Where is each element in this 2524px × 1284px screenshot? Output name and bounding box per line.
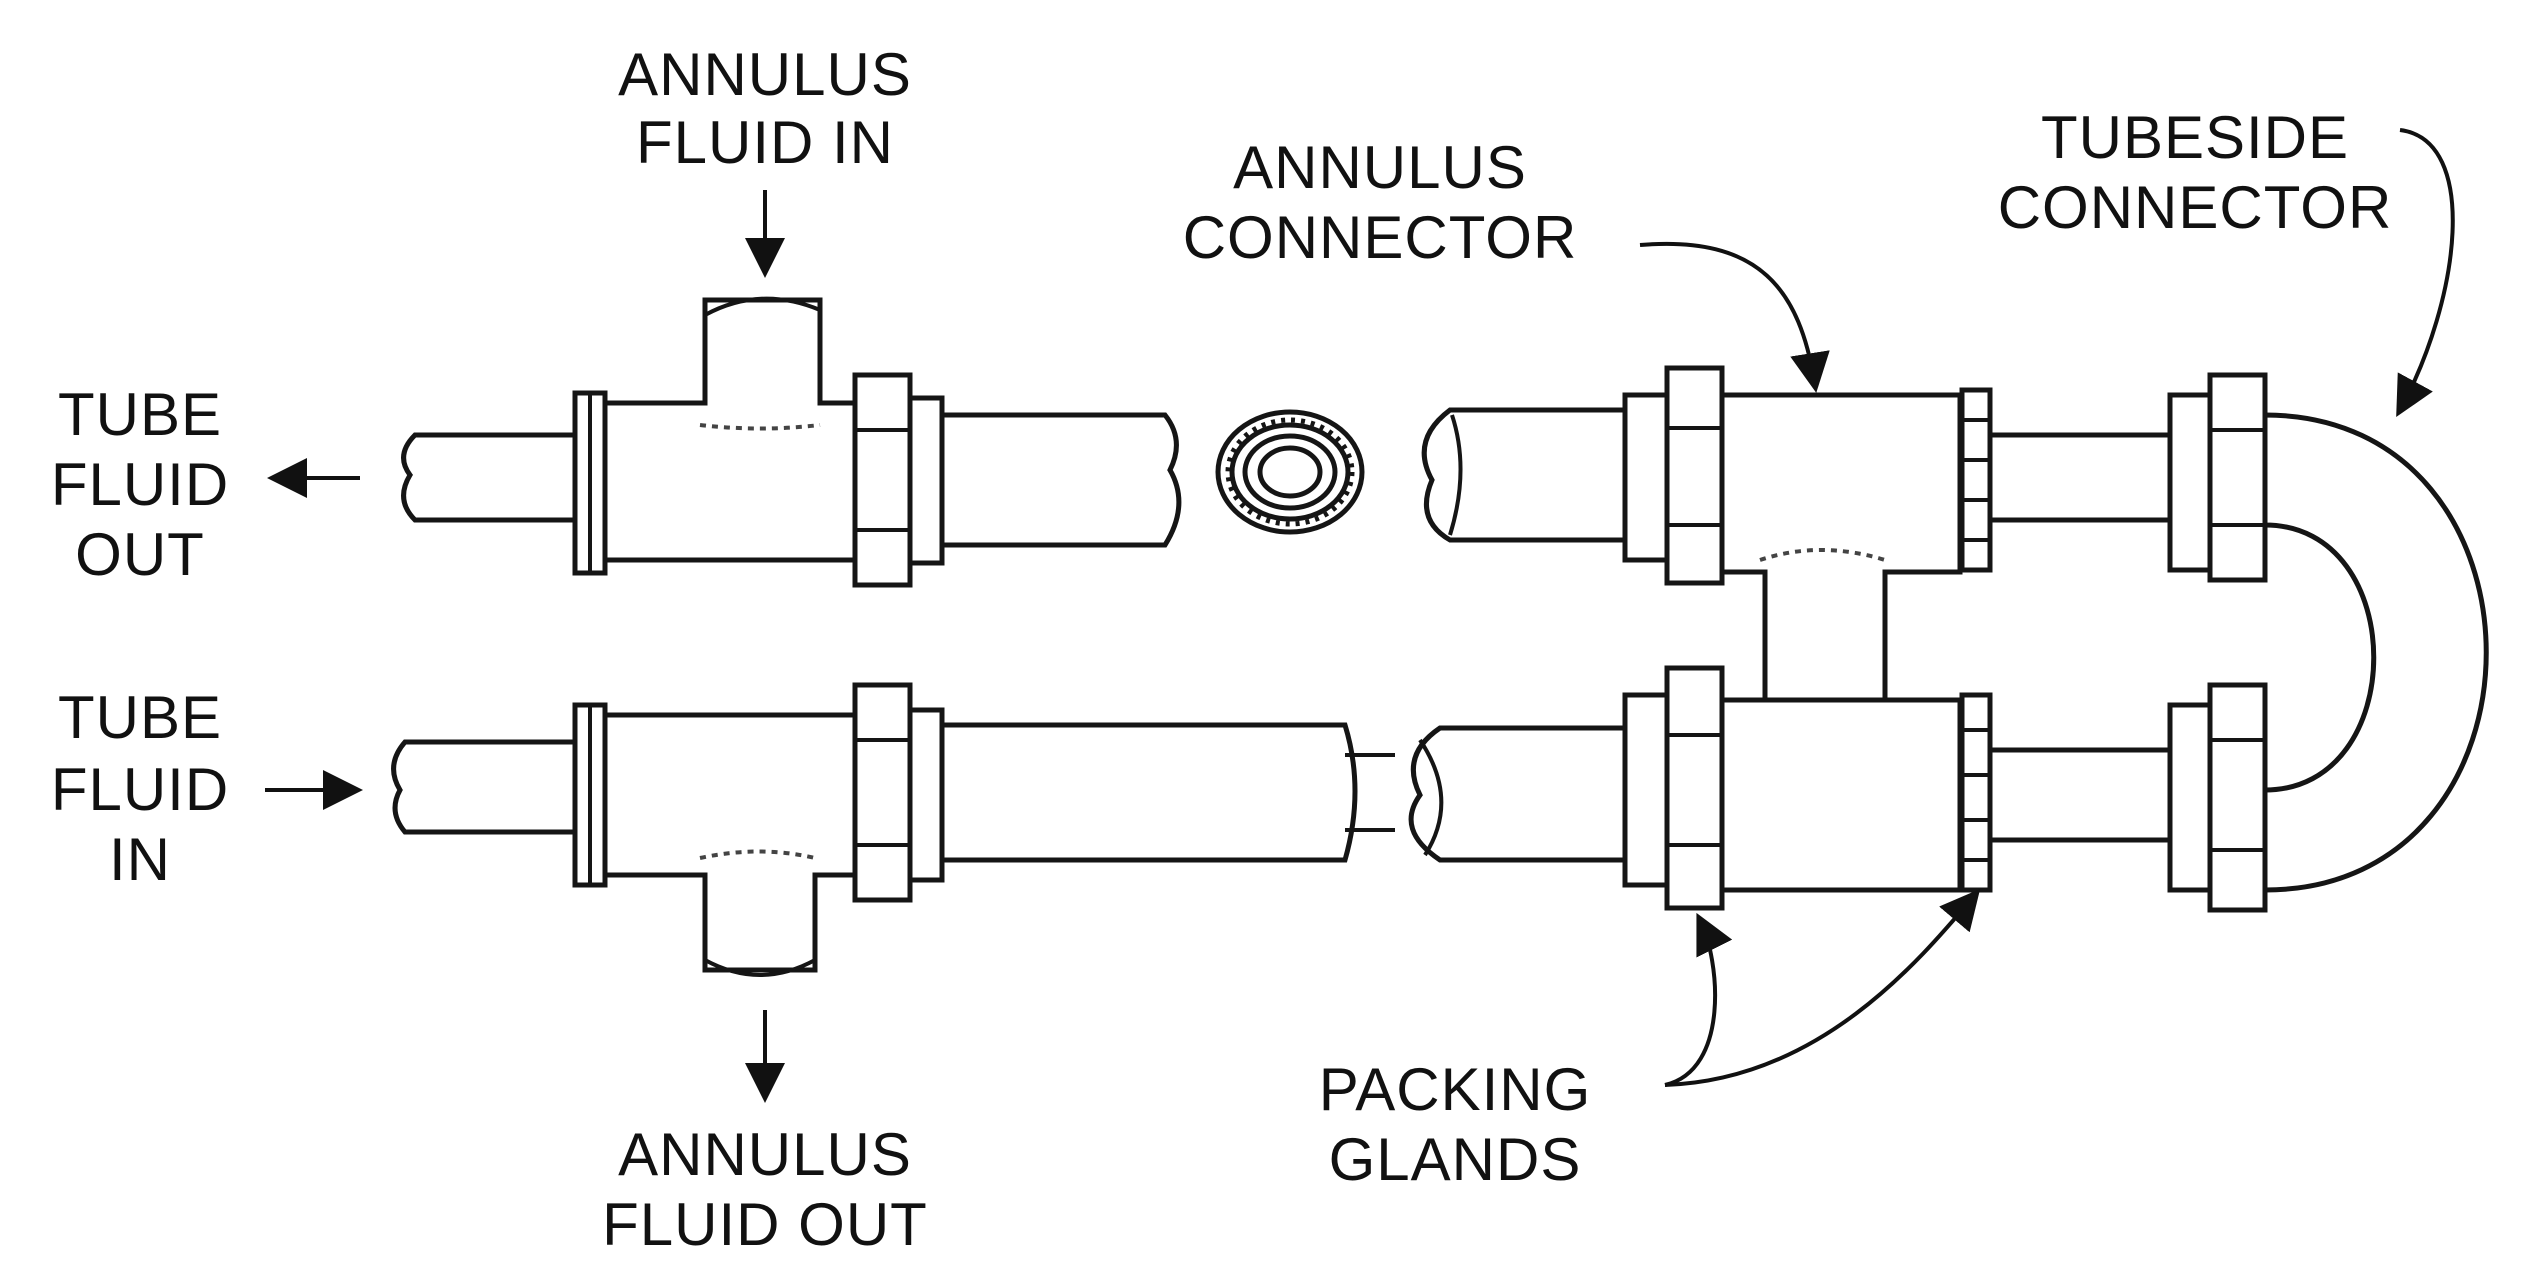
- lower-left-tee-assembly: [391, 682, 1395, 977]
- lower-return-hex-nut: [2167, 702, 2213, 893]
- lower-right-assembly: [1408, 665, 2268, 913]
- svg-text:PACKING: PACKING: [1319, 1056, 1592, 1123]
- label-annulus-connector: ANNULUS CONNECTOR: [1183, 134, 1578, 271]
- upper-inner-tube-left: [401, 432, 583, 523]
- svg-text:CONNECTOR: CONNECTOR: [1183, 204, 1578, 271]
- svg-text:IN: IN: [109, 826, 171, 893]
- svg-text:ANNULUS: ANNULUS: [1233, 134, 1527, 201]
- svg-text:FLUID IN: FLUID IN: [636, 109, 894, 176]
- upper-packing-gland: [1959, 387, 1993, 573]
- upper-right-annulus-connector: [1421, 365, 2268, 720]
- lower-connector-body: [1719, 697, 1963, 893]
- label-tubeside-connector: TUBESIDE CONNECTOR: [1998, 104, 2393, 241]
- label-tube-fluid-out: TUBE FLUID OUT: [51, 381, 229, 588]
- upper-outer-pipe-right-stub: [1421, 407, 1633, 543]
- label-packing-glands: PACKING GLANDS: [1319, 1056, 1592, 1193]
- annulus-connector-body: [1719, 392, 1963, 703]
- svg-text:FLUID: FLUID: [51, 756, 229, 823]
- label-tube-fluid-in: TUBE FLUID IN: [51, 684, 229, 893]
- pipe-cross-section: [1215, 409, 1365, 535]
- lower-right-hex-nut-a: [1622, 692, 1670, 888]
- svg-text:TUBE: TUBE: [58, 381, 222, 448]
- lower-outer-pipe-right-stub: [1408, 725, 1633, 863]
- lower-left-tee-body: [602, 712, 863, 973]
- lower-inner-tube-left: [391, 739, 583, 835]
- svg-text:ANNULUS: ANNULUS: [618, 1121, 912, 1188]
- annulus-connector-leader: [1639, 241, 1830, 393]
- svg-text:OUT: OUT: [75, 521, 205, 588]
- lower-left-hex-nut: [852, 682, 913, 903]
- tubeside-connector-leader: [2396, 128, 2455, 418]
- lower-outer-pipe: [939, 722, 1358, 863]
- packing-gland-leader-b: [1664, 888, 1981, 1087]
- upper-right-hex-nut-a: [1622, 392, 1670, 563]
- svg-text:TUBESIDE: TUBESIDE: [2041, 104, 2349, 171]
- svg-text:FLUID: FLUID: [51, 451, 229, 518]
- svg-text:CONNECTOR: CONNECTOR: [1998, 174, 2393, 241]
- u-bend-return: [2262, 412, 2489, 893]
- label-annulus-fluid-out: ANNULUS FLUID OUT: [602, 1121, 928, 1258]
- upper-outer-pipe-stub: [939, 412, 1182, 548]
- upper-left-tee-assembly: [401, 296, 1182, 588]
- lower-inner-tube-right: [1987, 747, 2173, 843]
- svg-text:TUBE: TUBE: [58, 684, 222, 751]
- svg-text:FLUID OUT: FLUID OUT: [602, 1191, 928, 1258]
- upper-left-tee-body: [602, 297, 863, 563]
- svg-text:GLANDS: GLANDS: [1329, 1126, 1582, 1193]
- packing-gland-leader-a: [1664, 912, 1733, 1087]
- upper-return-hex-nut: [2167, 392, 2213, 573]
- flow-arrows: [265, 128, 2455, 1103]
- label-annulus-fluid-in: ANNULUS FLUID IN: [618, 41, 912, 176]
- upper-left-hex-nut: [852, 372, 913, 588]
- svg-text:ANNULUS: ANNULUS: [618, 41, 912, 108]
- upper-inner-tube-right: [1987, 432, 2173, 523]
